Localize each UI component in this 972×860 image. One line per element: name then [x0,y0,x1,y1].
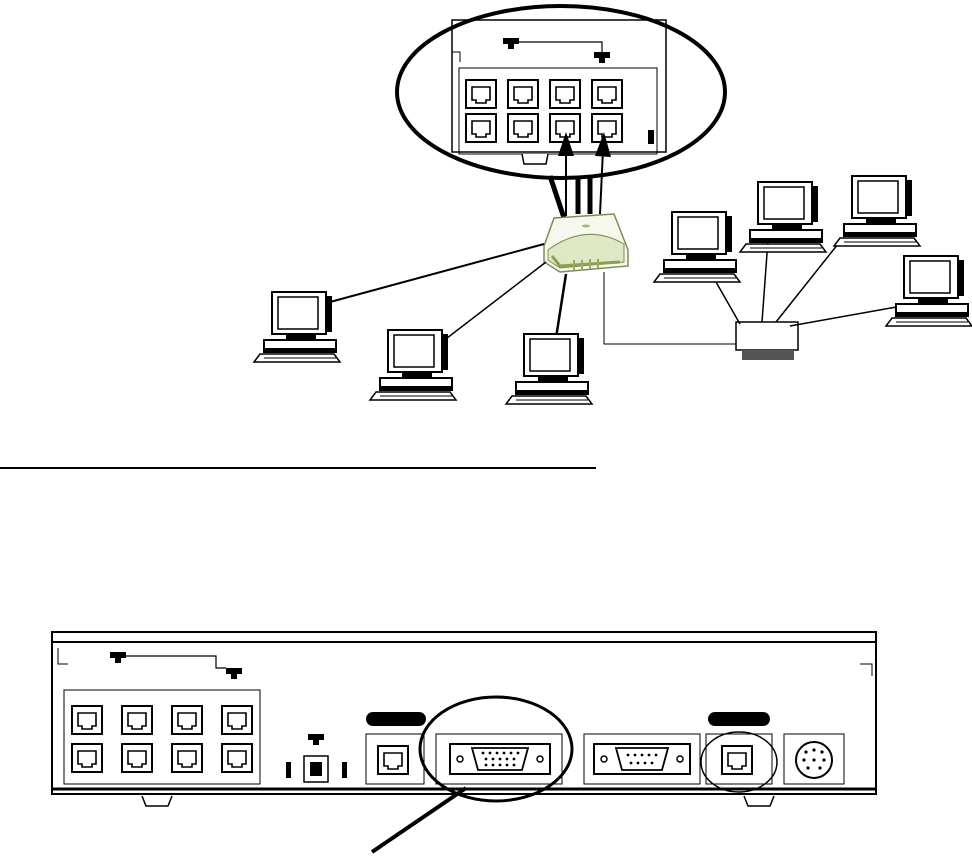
desktop-computer-icon [254,292,340,362]
rj45-port-icon [592,80,622,108]
rj45-port-icon [722,746,752,774]
switch-cables [716,240,902,326]
callout-pointer [372,788,466,852]
rj45-port-icon [222,744,252,772]
rj45-port-icon [466,80,496,108]
rj45-port-icon [222,706,252,734]
rj45-port-icon [72,706,102,734]
rj45-port-icon [592,114,622,142]
db9-connector-icon [584,734,700,784]
console-port [366,712,426,784]
rj45-port-icon [550,80,580,108]
rj45-port-icon [378,746,408,774]
rj45-port-icon [172,744,202,772]
desktop-computer-icon [834,176,920,246]
rj45-port-icon [122,744,152,772]
power-button [648,130,654,144]
desktop-computer-icon [654,212,740,282]
rj45-port-icon [72,744,102,772]
db15-connector-icon [436,734,562,784]
desktop-computer-icon [740,182,826,252]
rj45-port-icon [466,114,496,142]
hub-icon [544,214,628,272]
network-port [701,712,777,792]
switch-box-icon [736,322,798,360]
rj45-port-icon [508,80,538,108]
rj45-port-icon [122,706,152,734]
rj45-port-icon [508,114,538,142]
desktop-computer-icon [506,334,592,404]
din-connector-icon [784,734,844,784]
desktop-computer-icon [370,330,456,400]
desktop-computer-icon [886,256,972,326]
rj45-port-icon [172,706,202,734]
